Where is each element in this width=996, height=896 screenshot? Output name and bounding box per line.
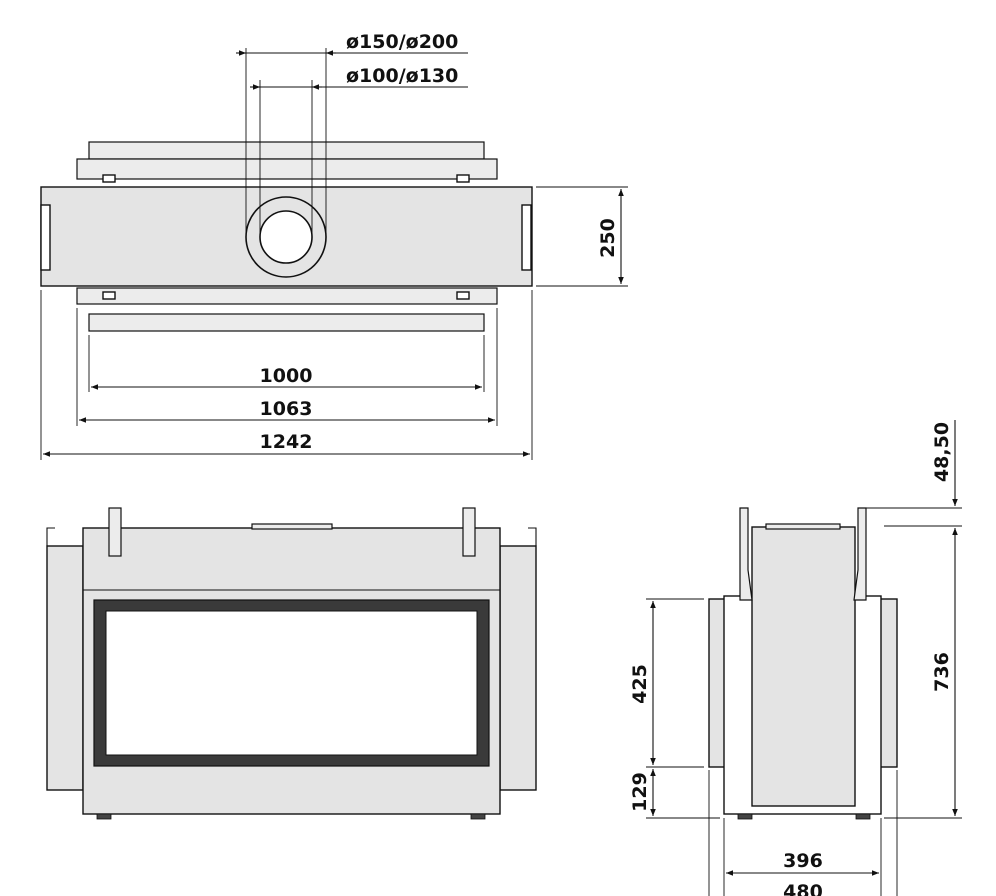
top-offset-label: 48,50	[931, 422, 953, 482]
height-425-label: 425	[629, 664, 651, 704]
width-1063-label: 1063	[260, 398, 313, 420]
flue-inner-label: ø100/ø130	[346, 65, 458, 87]
bottom-flange-rear	[88, 313, 485, 332]
top-flange-front	[76, 158, 498, 180]
bottom-bracket-right	[456, 291, 470, 300]
bottom-bracket-left	[102, 291, 116, 300]
side-flue-collar	[765, 523, 841, 530]
width-1242-label: 1242	[260, 431, 313, 453]
side-upright-right	[853, 507, 867, 601]
front-view	[46, 507, 537, 820]
top-flange-rear	[88, 141, 485, 160]
front-bracket-right	[462, 507, 476, 557]
front-side-panel-right	[499, 545, 537, 791]
top-view: ø150/ø200 ø100/ø130 250 1000 1063 1242	[40, 31, 628, 460]
side-bracket-left	[40, 204, 51, 271]
front-side-panel-left	[46, 545, 84, 791]
glass-window	[105, 610, 478, 756]
height-129-label: 129	[629, 772, 651, 812]
side-view: 48,50 736 425 129 396 480	[629, 420, 962, 896]
depth-250-label: 250	[597, 218, 619, 258]
flue-inner-circle	[259, 210, 313, 264]
depth-480-label: 480	[783, 881, 823, 896]
side-inner-body	[751, 526, 856, 807]
foot-left	[96, 813, 112, 820]
flue-outer-label: ø150/ø200	[346, 31, 458, 53]
height-736-label: 736	[931, 652, 953, 692]
side-foot-left	[737, 813, 753, 820]
foot-right	[470, 813, 486, 820]
bottom-flange-front	[76, 287, 498, 305]
front-flue-collar	[251, 523, 333, 530]
front-bracket-left	[108, 507, 122, 557]
top-bracket-right	[456, 174, 470, 183]
side-upright-left	[739, 507, 753, 601]
depth-396-label: 396	[783, 850, 823, 872]
side-foot-right	[855, 813, 871, 820]
width-1000-label: 1000	[260, 365, 313, 387]
side-bracket-right	[521, 204, 532, 271]
top-bracket-left	[102, 174, 116, 183]
